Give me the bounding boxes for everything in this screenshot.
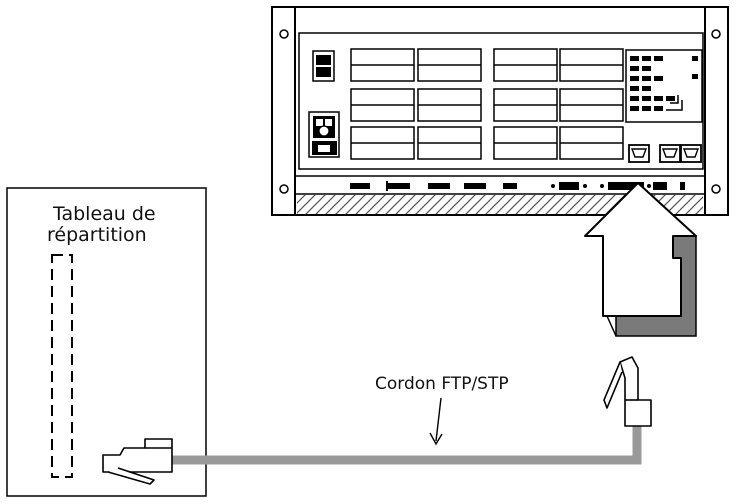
rj45-plug-left-icon [102,438,173,485]
ftp-stp-cable [170,420,642,465]
rj45-port-icon [628,144,650,163]
mounting-hole [279,184,289,194]
cable-label-pointer-icon [429,397,443,446]
rj45-port-icon [680,144,702,163]
patch-panel-title-line2: répartition [47,224,147,246]
left-mounting-ear [271,6,296,216]
patch-panel-title-line1: Tableau de [53,203,156,225]
mounting-hole [711,184,721,194]
cable-label: Cordon FTP/STP [375,374,509,394]
power-switch-icon [312,50,335,82]
rj45-port-icon [659,144,681,163]
rack-hatched-strip [297,195,703,214]
power-inlet-icon [308,111,340,158]
rear-connectors [350,181,685,191]
mounting-hole [711,29,721,39]
patch-panel-slot [51,254,73,478]
rj45-plug-right-icon [603,356,652,427]
rack-chassis [271,6,729,216]
patch-panel [6,187,207,497]
up-arrow-icon [584,182,697,337]
mounting-hole [279,29,289,39]
led-panel [625,49,703,123]
right-mounting-ear [704,6,729,216]
